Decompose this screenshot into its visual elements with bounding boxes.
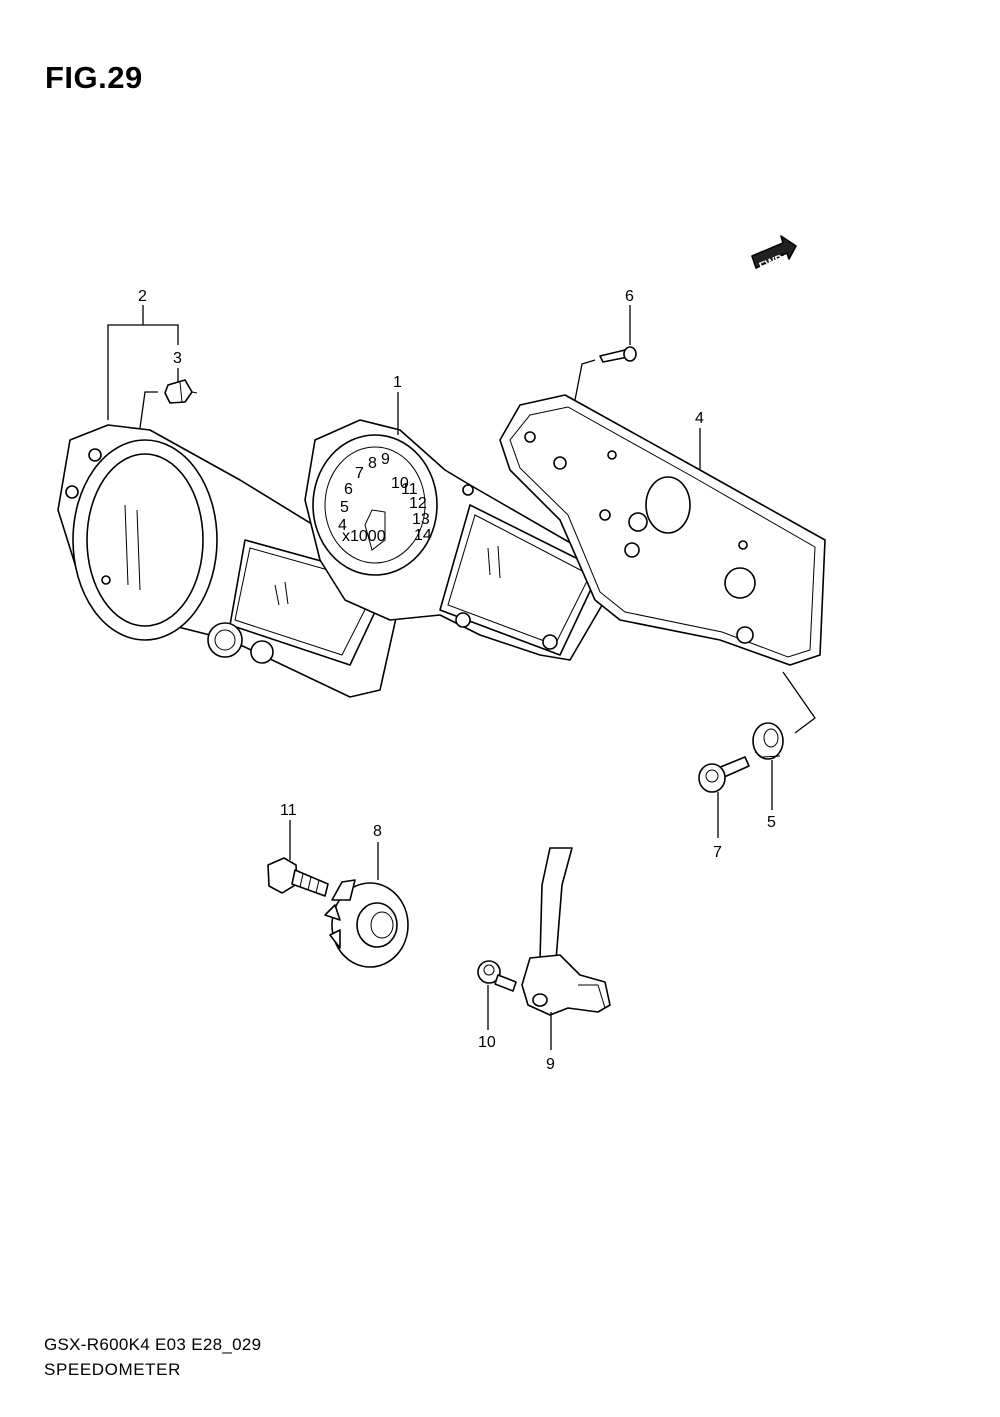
- svg-text:x1000: x1000: [342, 528, 386, 545]
- svg-text:12: 12: [409, 495, 427, 512]
- svg-text:6: 6: [344, 481, 353, 498]
- svg-text:7: 7: [355, 465, 364, 482]
- tachometer-scale: 4 5 6 7 8 9 10 11 12 13 14 x1000: [338, 451, 432, 545]
- svg-text:11: 11: [401, 481, 418, 498]
- hex-bolt-part: [267, 857, 329, 897]
- drawing-code: GSX-R600K4 E03 E28_029: [44, 1335, 262, 1354]
- svg-text:4: 4: [338, 517, 347, 534]
- callout-9: 9: [546, 1056, 555, 1073]
- svg-text:13: 13: [412, 511, 430, 528]
- callout-1: 1: [393, 374, 402, 391]
- lower-case-part: [499, 394, 826, 666]
- svg-text:5: 5: [340, 499, 349, 516]
- svg-text:9: 9: [381, 451, 390, 468]
- callout-7: 7: [713, 844, 722, 861]
- rotor-plate-part: [324, 879, 409, 968]
- small-bolt-part: [477, 960, 517, 992]
- callout-3: 3: [173, 350, 182, 367]
- figure-title: FIG.29: [45, 60, 143, 95]
- callout-4: 4: [695, 410, 704, 427]
- svg-text:14: 14: [414, 527, 432, 544]
- meter-cover-part: [57, 424, 401, 698]
- callout-labels: 1 2 3 4 5 6 7 8 9 10 11: [138, 288, 776, 1073]
- callout-2: 2: [138, 288, 147, 305]
- svg-text:8: 8: [368, 455, 377, 472]
- bolt-part: [698, 756, 750, 793]
- callout-8: 8: [373, 823, 382, 840]
- grommet-part: [752, 722, 784, 760]
- svg-text:10: 10: [391, 475, 409, 492]
- fwd-arrow-icon: FWD: [751, 235, 797, 273]
- meter-assembly-part: [304, 419, 606, 661]
- callout-5: 5: [767, 814, 776, 831]
- callout-10: 10: [478, 1034, 496, 1051]
- speed-sensor-part: [521, 847, 611, 1016]
- screw-part: [599, 346, 637, 363]
- callout-6: 6: [625, 288, 634, 305]
- nut-part: [164, 379, 198, 404]
- drawing-name: SPEEDOMETER: [44, 1360, 181, 1379]
- callout-11: 11: [280, 802, 297, 819]
- leader-lines: [107, 305, 816, 1050]
